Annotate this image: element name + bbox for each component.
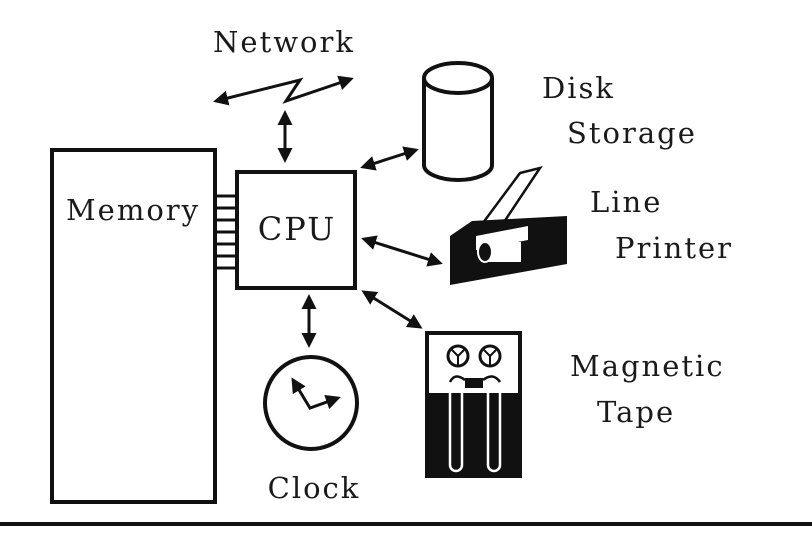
disk-cylinder-icon [422,61,494,182]
memory-box [50,148,217,504]
tape-label-line2: Tape [597,395,675,429]
disk-storage-group: Disk Storage [360,61,697,182]
tape-label-line1: Magnetic [570,349,725,383]
network-lightning-arrow [213,75,354,106]
memory-bus [215,194,237,270]
printer-icon [450,166,567,285]
clock-icon [263,355,359,451]
printer-label-line2: Printer [615,231,733,265]
cpu-block: CPU [235,170,357,290]
network-group: Network [213,25,355,163]
disk-label-line1: Disk [542,71,615,105]
memory-block: Memory [50,148,217,504]
cpu-box [235,170,357,290]
line-printer-group: Line Printer [361,166,733,285]
printer-label-line1: Line [590,185,662,219]
printer-cpu-arrow [361,235,443,267]
disk-label-line2: Storage [567,116,697,150]
clock-label: Clock [268,471,361,505]
magnetic-tape-group: Magnetic Tape [361,290,725,478]
tape-drive-icon [425,331,522,478]
disk-cpu-arrow [360,146,419,171]
tape-cpu-arrow [361,290,423,329]
clock-group: Clock [263,294,361,505]
memory-label: Memory [66,193,200,227]
network-label: Network [213,25,355,59]
cpu-label: CPU [258,210,336,248]
